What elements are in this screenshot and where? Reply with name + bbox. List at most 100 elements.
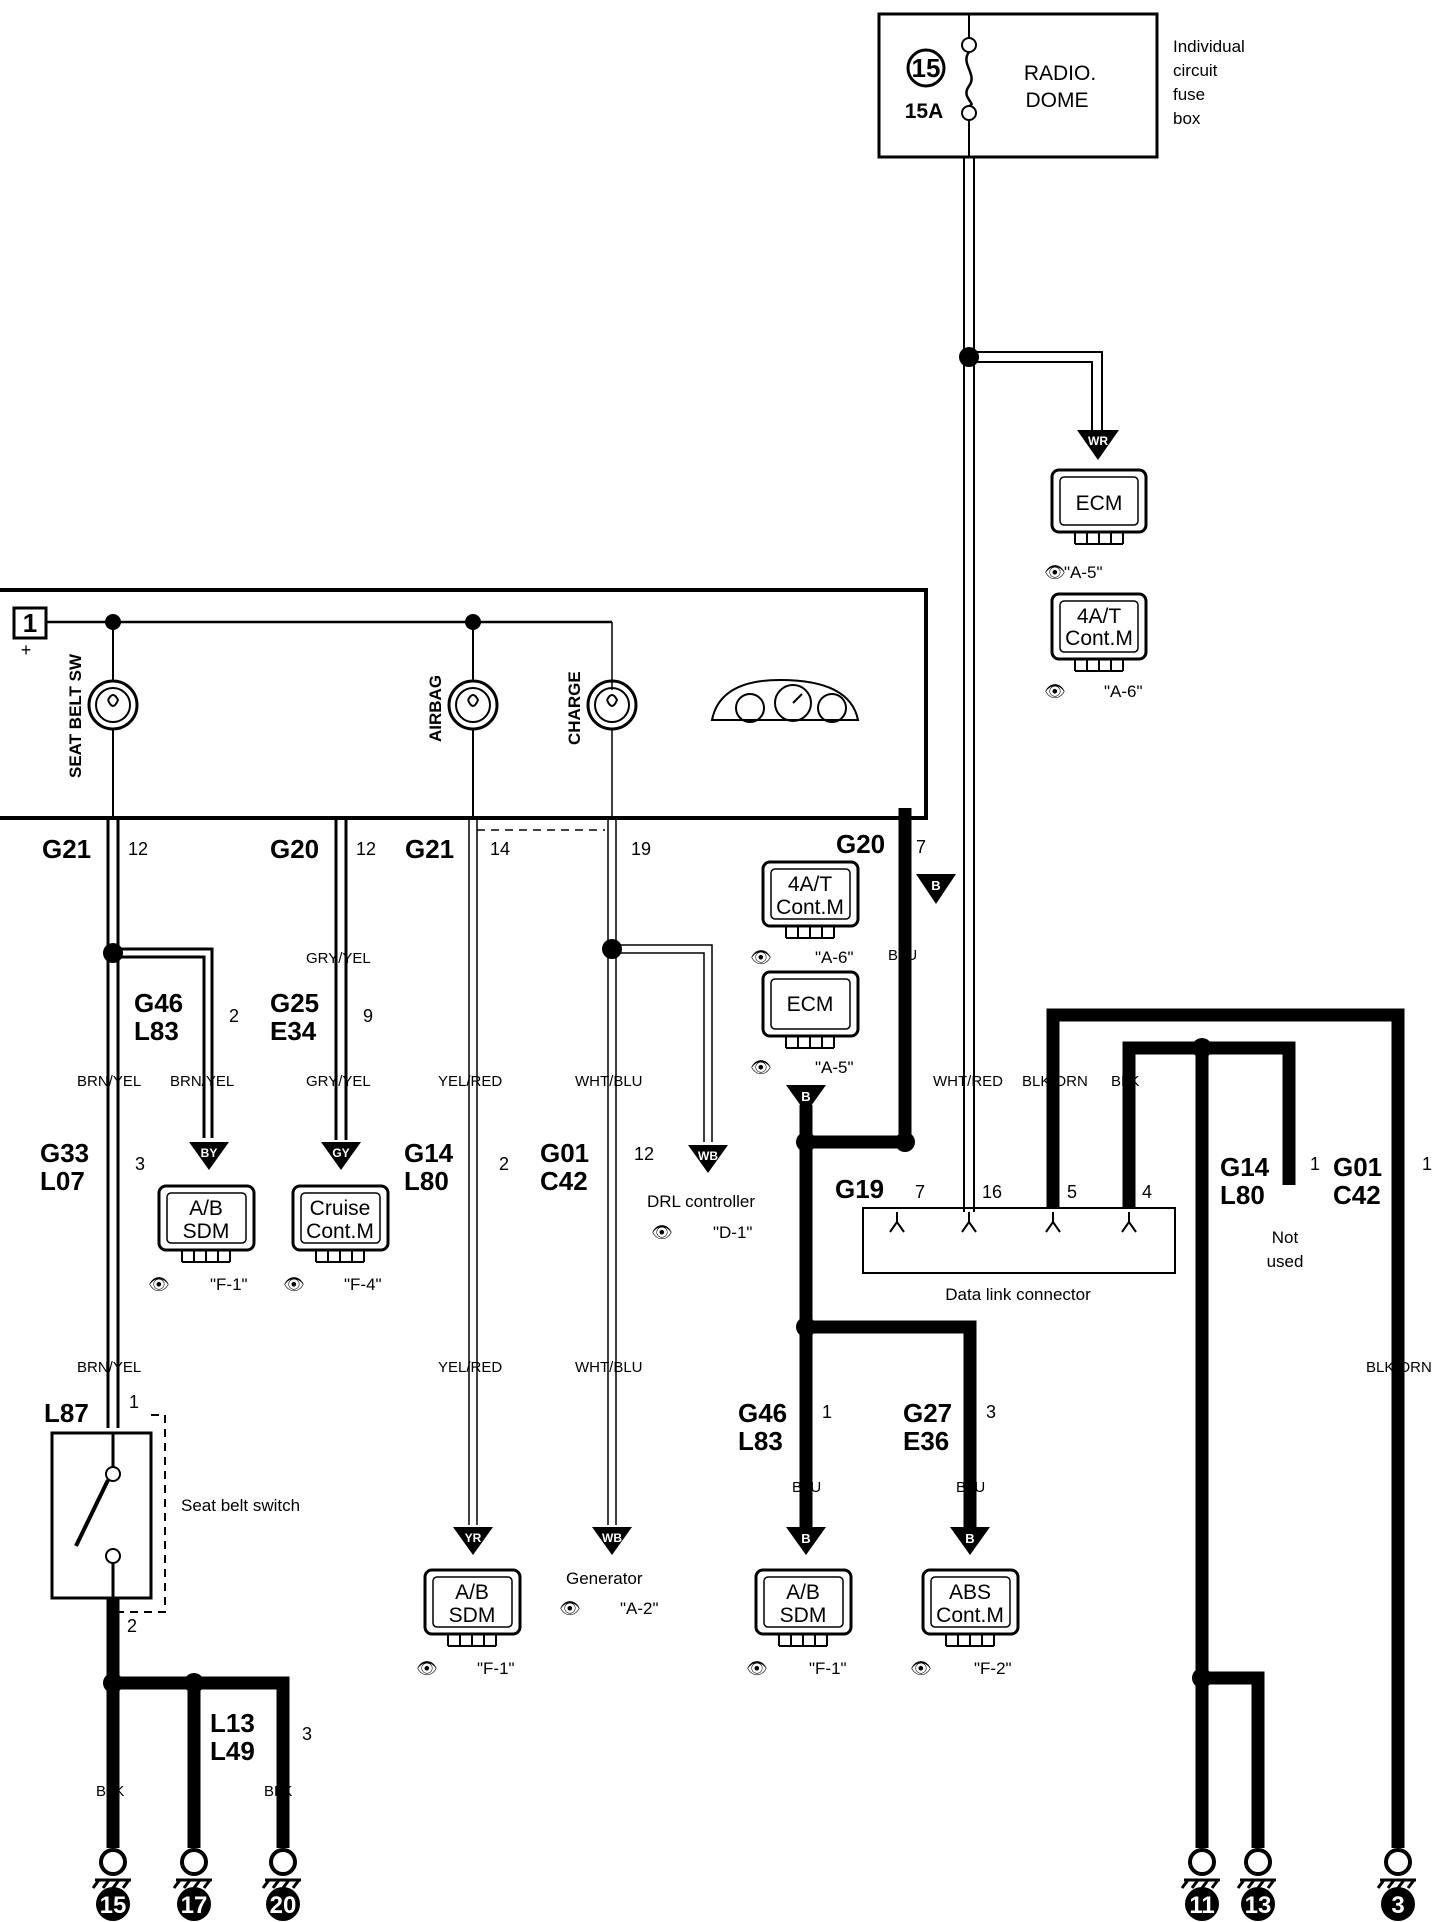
svg-text:used: used — [1267, 1252, 1304, 1271]
conn-g14-b-2: L80 — [1220, 1180, 1265, 1210]
cruise-cont-module: Cruise Cont.M 👁 "F-4" — [283, 1184, 390, 1294]
conn-g21-a: G21 — [42, 834, 91, 864]
svg-text:19: 19 — [631, 839, 651, 859]
svg-text:Data link connector: Data link connector — [945, 1285, 1091, 1304]
combination-meter: 1 + SEAT BELT SW AIRBAG CHARGE — [0, 588, 928, 820]
conn-g01-a-1: G01 — [540, 1138, 589, 1168]
svg-text:4A/T: 4A/T — [788, 873, 833, 896]
svg-text:1: 1 — [1310, 1154, 1320, 1174]
ground-symbol: 17 — [172, 1848, 212, 1921]
gauge-cluster-icon — [710, 678, 860, 723]
gry-yel-wire — [334, 818, 348, 1140]
svg-text:"F-2": "F-2" — [974, 1659, 1012, 1678]
seat-belt-switch: Seat belt switch — [50, 1414, 300, 1613]
svg-text:ABS: ABS — [949, 1581, 991, 1604]
ecm-module-mid: ECM 👁 "A-5" — [750, 970, 860, 1077]
data-link-connector: Data link connector — [862, 1207, 1176, 1304]
svg-text:12: 12 — [356, 839, 376, 859]
svg-text:Cont.M: Cont.M — [936, 1604, 1004, 1627]
svg-text:"A-6": "A-6" — [1104, 682, 1143, 701]
svg-text:Cruise: Cruise — [310, 1197, 371, 1220]
ab-sdm-module-1: A/B SDM 👁 "F-1" — [148, 1184, 256, 1294]
ground-symbol: 11 — [1180, 1848, 1220, 1921]
svg-text:Not: Not — [1272, 1228, 1299, 1247]
conn-g14-a-2: L80 — [404, 1166, 449, 1196]
svg-text:WB: WB — [698, 1149, 718, 1163]
svg-text:Cont.M: Cont.M — [306, 1220, 374, 1243]
ground-number: 20 — [270, 1892, 297, 1919]
badge-b-4: B — [950, 1527, 990, 1555]
conn-g19: G19 — [835, 1174, 884, 1204]
svg-text:3: 3 — [302, 1724, 312, 1744]
fuse-box: 15 15A RADIO. DOME Individual circuit fu… — [877, 12, 1245, 159]
blk-ground-wires-left — [106, 1598, 290, 1848]
svg-text:BRN/YEL: BRN/YEL — [77, 1073, 141, 1090]
lamp-charge: CHARGE — [565, 671, 584, 745]
svg-text:16: 16 — [982, 1182, 1002, 1202]
badge-wb-drl: WB — [688, 1145, 728, 1173]
eye-icon: 👁 — [750, 948, 772, 967]
conn-g25-1: G25 — [270, 988, 319, 1018]
svg-text:2: 2 — [499, 1154, 509, 1174]
svg-text:A/B: A/B — [189, 1197, 223, 1220]
svg-text:B: B — [965, 1531, 974, 1546]
ground-symbol: 15 — [91, 1848, 131, 1921]
conn-g21-b: G21 — [405, 834, 454, 864]
svg-text:BY: BY — [201, 1146, 218, 1160]
ground-symbol: 13 — [1236, 1848, 1276, 1921]
blk-orn-blk-wires — [1046, 1008, 1405, 1848]
svg-text:WHT/RED: WHT/RED — [933, 1073, 1003, 1090]
svg-text:BLU: BLU — [792, 1479, 821, 1496]
ab-sdm-module-2: A/B SDM 👁 "F-1" — [416, 1568, 522, 1678]
conn-g46-a-1: G46 — [134, 988, 183, 1018]
ground-number: 13 — [1245, 1892, 1272, 1919]
svg-text:"A-6": "A-6" — [815, 948, 854, 967]
svg-text:7: 7 — [916, 837, 926, 857]
conn-g27-1: G27 — [903, 1398, 952, 1428]
at-cont-module-mid: 4A/T Cont.M 👁 "A-6" — [750, 860, 860, 967]
eye-icon: 👁 — [416, 1659, 438, 1678]
conn-l13-1: L13 — [210, 1708, 255, 1738]
fuse-caption-4: box — [1173, 109, 1201, 128]
svg-text:YEL/RED: YEL/RED — [438, 1359, 502, 1376]
svg-text:"F-4": "F-4" — [344, 1275, 382, 1294]
fuse-caption-1: Individual — [1173, 37, 1245, 56]
eye-icon: 👁 — [148, 1275, 170, 1294]
svg-text:5: 5 — [1067, 1182, 1077, 1202]
badge-wr: WR — [1077, 430, 1119, 460]
fuse-caption-3: fuse — [1173, 85, 1205, 104]
badge-yr: YR — [453, 1527, 493, 1555]
eye-icon: 👁 — [750, 1058, 772, 1077]
conn-g33-2: L07 — [40, 1166, 85, 1196]
svg-text:WB: WB — [602, 1531, 622, 1545]
svg-text:"A-5": "A-5" — [1064, 563, 1103, 582]
svg-text:SDM: SDM — [780, 1604, 827, 1627]
svg-text:GY: GY — [332, 1146, 349, 1160]
svg-text:A/B: A/B — [455, 1581, 489, 1604]
svg-text:12: 12 — [128, 839, 148, 859]
fuse-circuit-line1: RADIO. — [1024, 62, 1096, 85]
svg-text:BLK: BLK — [96, 1783, 124, 1800]
badge-b-3: B — [786, 1527, 826, 1555]
ground-symbol: 20 — [261, 1848, 301, 1921]
svg-text:B: B — [801, 1089, 810, 1104]
conn-g33-1: G33 — [40, 1138, 89, 1168]
lamp-airbag: AIRBAG — [426, 675, 445, 742]
fuse-number: 15 — [912, 53, 941, 83]
svg-text:1: 1 — [129, 1392, 139, 1412]
svg-text:+: + — [21, 640, 32, 660]
svg-text:7: 7 — [915, 1182, 925, 1202]
svg-text:WHT/BLU: WHT/BLU — [575, 1359, 643, 1376]
ground-number: 15 — [100, 1892, 127, 1919]
svg-text:2: 2 — [127, 1616, 137, 1636]
svg-text:"A-5": "A-5" — [815, 1058, 854, 1077]
svg-text:4: 4 — [1142, 1182, 1152, 1202]
eye-icon: 👁 — [283, 1275, 305, 1294]
conn-g14-b-1: G14 — [1220, 1152, 1270, 1182]
svg-text:BLK/ORN: BLK/ORN — [1366, 1359, 1432, 1376]
conn-g20-b: G20 — [836, 829, 885, 859]
svg-text:4A/T: 4A/T — [1077, 605, 1122, 628]
svg-text:9: 9 — [363, 1006, 373, 1026]
conn-g46-b-1: G46 — [738, 1398, 787, 1428]
